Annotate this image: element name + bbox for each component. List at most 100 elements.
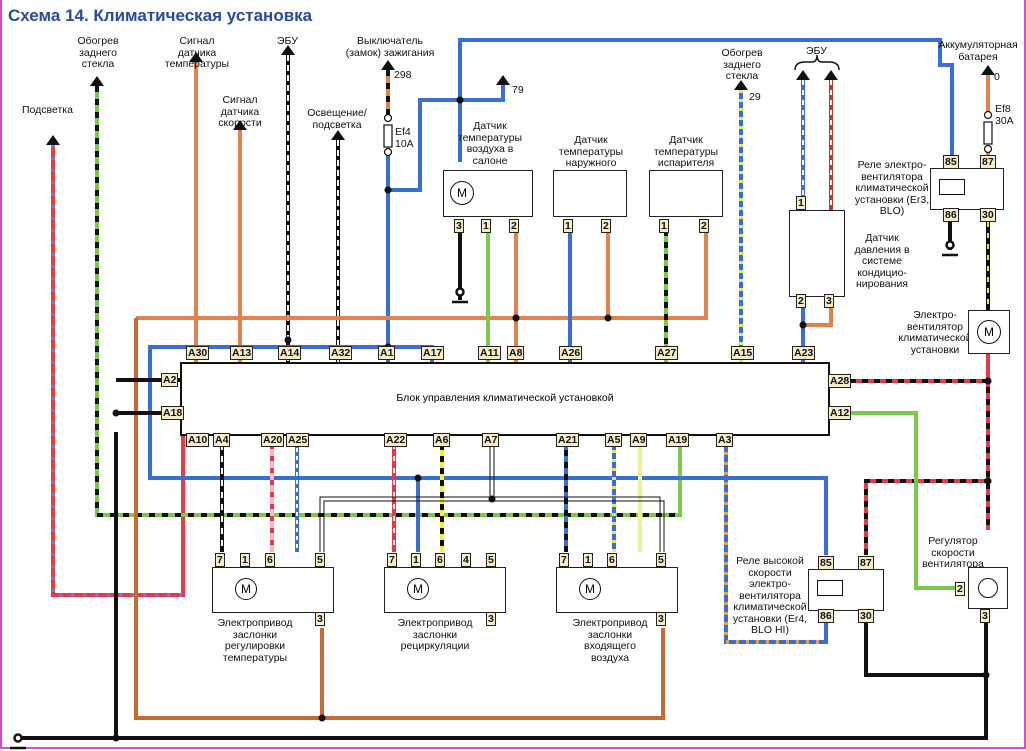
label-ref-79: 79 bbox=[512, 84, 524, 96]
high-speed-relay bbox=[808, 569, 884, 611]
pin: 5 bbox=[486, 553, 496, 567]
actuator-recirc-box: M bbox=[384, 567, 506, 613]
label-backlight: Подсветка bbox=[22, 104, 73, 116]
pin: 1 bbox=[240, 553, 250, 567]
label-ecu-2: ЭБУ bbox=[806, 45, 827, 57]
pin: 6 bbox=[265, 553, 275, 567]
pin: 1 bbox=[411, 553, 421, 567]
diagram-title: Схема 14. Климатическая установка bbox=[8, 6, 313, 25]
ecu-pin: A8 bbox=[507, 346, 525, 360]
cabin-pin-3: 3 bbox=[454, 219, 464, 233]
ecu-pin: A23 bbox=[792, 346, 816, 360]
actuator-temp-box: M bbox=[212, 567, 334, 613]
regulator-pin-2: 2 bbox=[955, 582, 965, 596]
pin: 6 bbox=[607, 553, 617, 567]
ecu-pin: A26 bbox=[559, 346, 583, 360]
junction-dots bbox=[112, 96, 992, 742]
label-rear-defrost-2: Обогрев заднего стекла bbox=[721, 47, 763, 82]
fan-relay-pin-86: 86 bbox=[943, 208, 959, 222]
motor-icon: M bbox=[450, 181, 474, 205]
ecu-pin: A21 bbox=[556, 433, 580, 447]
relay-coil-icon bbox=[817, 580, 843, 596]
pin: 7 bbox=[559, 553, 569, 567]
motor-icon: M bbox=[235, 578, 257, 600]
fan-motor: M bbox=[968, 310, 1010, 354]
cabin-pin-2: 2 bbox=[509, 219, 519, 233]
actuator-label: Электропривод заслонки рециркуляции bbox=[397, 617, 473, 652]
ecu-pin: A20 bbox=[261, 433, 285, 447]
label-fuse-ef4: Ef4 10A bbox=[395, 126, 414, 150]
ecu-pin: A12 bbox=[828, 406, 852, 420]
ecu-pin: A6 bbox=[433, 433, 451, 447]
motor-icon: M bbox=[977, 320, 1001, 344]
evap-pin-1: 1 bbox=[659, 219, 669, 233]
ecu-pin: A13 bbox=[230, 346, 254, 360]
outside-pin-1: 1 bbox=[563, 219, 573, 233]
regulator-pin-3: 3 bbox=[980, 609, 990, 623]
high-relay-pin-87: 87 bbox=[858, 556, 874, 570]
label-ecu-1: ЭБУ bbox=[277, 35, 298, 47]
ecu-pin: A28 bbox=[828, 374, 852, 388]
ecu-pin: A9 bbox=[630, 433, 648, 447]
actuator-label: Электропривод заслонки регулировки темпе… bbox=[217, 617, 293, 664]
pin: 3 bbox=[315, 612, 325, 626]
label-rear-defrost: Обогрев заднего стекла bbox=[77, 35, 119, 70]
outside-temp-sensor bbox=[553, 170, 627, 217]
fan-relay bbox=[930, 168, 1004, 210]
pin: 7 bbox=[387, 553, 397, 567]
cabin-temp-sensor: M bbox=[443, 170, 533, 217]
pin: 5 bbox=[315, 553, 325, 567]
ecu-pin: A17 bbox=[421, 346, 445, 360]
label-battery: Аккумуляторная батарея bbox=[938, 39, 1018, 63]
ecu-pin: A22 bbox=[384, 433, 408, 447]
label-ignition-switch: Выключатель (замок) зажигания bbox=[345, 35, 435, 59]
label-regulator: Регулятор скорости вентилятора bbox=[922, 535, 984, 570]
high-relay-pin-85: 85 bbox=[818, 556, 834, 570]
label-pressure-sensor: Датчик давления в системе кондицио-ниров… bbox=[854, 232, 910, 290]
pin: 5 bbox=[656, 553, 666, 567]
ecu-pin: A27 bbox=[655, 346, 679, 360]
ecu-pin: A1 bbox=[378, 346, 396, 360]
high-relay-pin-30: 30 bbox=[858, 609, 874, 623]
pressure-sensor bbox=[789, 210, 845, 297]
ecu-pin: A32 bbox=[329, 346, 353, 360]
pressure-pin-3: 3 bbox=[824, 294, 834, 308]
evap-pin-2: 2 bbox=[699, 219, 709, 233]
pressure-pin-2: 2 bbox=[796, 294, 806, 308]
ecu-label: Блок управления климатической установкой bbox=[396, 392, 614, 404]
pin: 4 bbox=[461, 553, 471, 567]
ecu-pin: A19 bbox=[666, 433, 690, 447]
label-fuse-ef8: Ef8 30A bbox=[995, 103, 1014, 127]
relay-coil-icon bbox=[939, 179, 965, 195]
ecu-pin: A7 bbox=[482, 433, 500, 447]
label-temp-signal: Сигнал датчика температуры bbox=[164, 35, 230, 70]
ecu-pin: A14 bbox=[278, 346, 302, 360]
ecu-pin: A25 bbox=[286, 433, 310, 447]
connector-arrows bbox=[46, 45, 995, 145]
pin: 1 bbox=[583, 553, 593, 567]
ecu-pin: A30 bbox=[186, 346, 210, 360]
motor-icon: M bbox=[407, 578, 429, 600]
label-high-relay: Реле высокой скорости электро-вентилятор… bbox=[732, 555, 808, 636]
ecu-pin: A3 bbox=[716, 433, 734, 447]
ecu-pin: A4 bbox=[213, 433, 231, 447]
label-cabin-sensor: Датчик температуры воздуха в салоне bbox=[457, 120, 523, 167]
climate-control-unit: Блок управления климатической установкой bbox=[180, 362, 830, 436]
label-fan-relay: Реле электро-вентилятора климатической у… bbox=[854, 159, 930, 217]
transistor-icon bbox=[978, 578, 998, 598]
pin: 6 bbox=[435, 553, 445, 567]
fan-relay-pin-85: 85 bbox=[943, 155, 959, 169]
fan-relay-pin-87: 87 bbox=[980, 155, 996, 169]
pin: 7 bbox=[215, 553, 225, 567]
label-fan: Электро-вентилятор климатической установ… bbox=[898, 309, 972, 356]
motor-icon: M bbox=[579, 578, 601, 600]
ecu-pin: A2 bbox=[161, 373, 179, 387]
fan-relay-pin-30: 30 bbox=[980, 208, 996, 222]
fan-speed-regulator bbox=[968, 567, 1008, 609]
pressure-pin-1: 1 bbox=[796, 196, 806, 210]
label-evaporator-sensor: Датчик температуры испарителя bbox=[653, 134, 719, 169]
label-battery-ref: 0 bbox=[994, 71, 1000, 83]
label-speed-signal: Сигнал датчика скорости bbox=[218, 94, 262, 129]
